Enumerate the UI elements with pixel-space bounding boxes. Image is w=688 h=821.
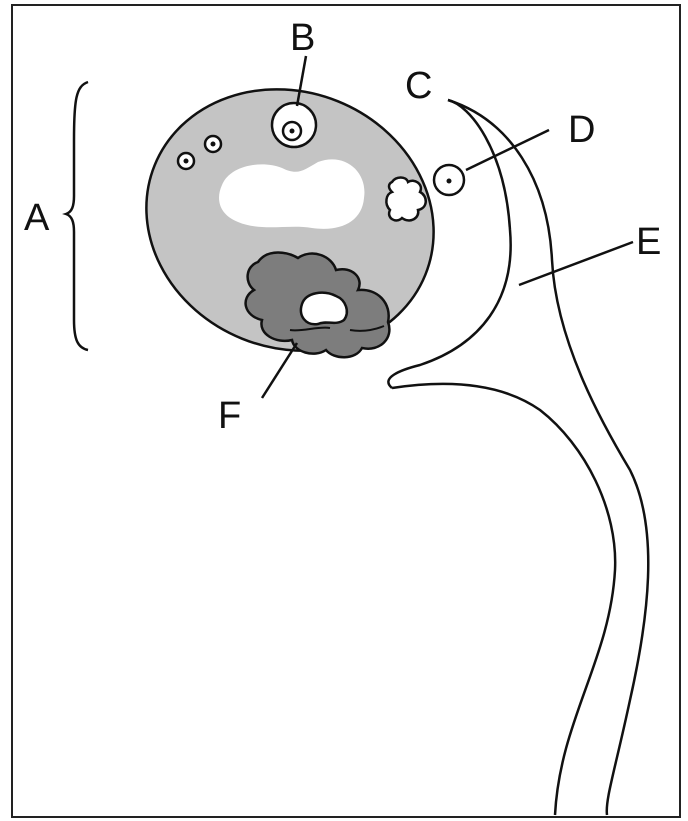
small-follicle-2 (205, 136, 221, 152)
oviduct-inner-wall (392, 384, 615, 815)
corpus-luteum-center (301, 293, 347, 325)
ovulated-oocyte (434, 165, 464, 195)
mature-follicle (272, 103, 316, 147)
oviduct-outline (448, 100, 648, 815)
label-d: D (568, 109, 595, 151)
leader-d (466, 130, 549, 170)
label-a: A (24, 197, 50, 239)
label-e: E (636, 221, 661, 263)
leader-f (262, 343, 297, 398)
label-f: F (218, 395, 241, 437)
leader-e (519, 242, 633, 285)
label-b: B (290, 17, 315, 59)
small-follicle-1 (178, 153, 194, 169)
label-c: C (405, 65, 432, 107)
brace-a (66, 82, 88, 350)
